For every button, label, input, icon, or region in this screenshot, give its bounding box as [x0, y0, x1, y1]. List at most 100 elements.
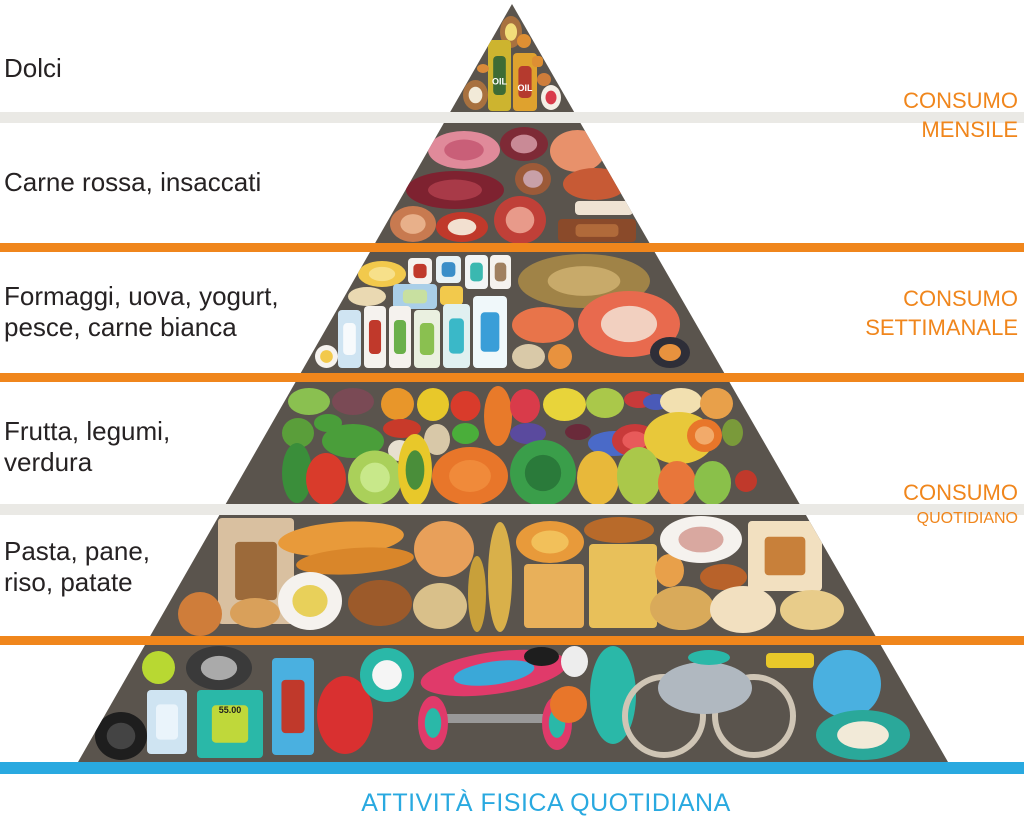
spaghetti-icon	[589, 544, 657, 628]
tier-pasta-pane	[178, 516, 844, 636]
strawberry-icon	[510, 389, 540, 423]
carrot-icon	[484, 386, 512, 446]
rusks-icon	[780, 590, 844, 630]
orange-line-mensile	[0, 243, 1024, 252]
ruler-icon	[766, 653, 814, 668]
bread-long-icon	[584, 517, 654, 543]
barbell-plate-left-icon	[418, 696, 448, 750]
salami-icon	[500, 127, 548, 161]
label-frutta-line1: Frutta, legumi,	[4, 416, 171, 446]
clock-icon	[360, 648, 414, 702]
wheat-small-icon	[468, 556, 486, 632]
cucumber-icon	[282, 443, 312, 503]
blue-line-attivita	[0, 762, 1024, 774]
mash-bowl-icon	[278, 572, 342, 630]
bacon-icon	[390, 206, 436, 242]
baguette-small-icon	[296, 547, 414, 575]
flour-bag-icon	[218, 518, 294, 624]
apricot-halves-icon	[700, 388, 733, 419]
svg-text:55.00: 55.00	[219, 705, 242, 715]
watermelon-icon	[510, 440, 576, 506]
tier-frutta-verdura	[282, 386, 757, 506]
dark-cherries-icon	[565, 424, 591, 440]
apple-green-icon	[694, 461, 731, 505]
shuttlecock-icon	[561, 646, 588, 677]
mussels-icon	[650, 337, 690, 368]
tier-divider-frutta-pasta	[0, 504, 1024, 515]
yellow-pepper-icon	[417, 388, 449, 421]
consumo-mensile-line1: CONSUMO	[903, 88, 1018, 113]
milk-bottle-red-icon	[364, 306, 386, 368]
eggs-icon	[348, 287, 386, 306]
ham-chunk-icon	[515, 163, 551, 195]
radicchio-icon	[332, 388, 374, 415]
potatoes-icon	[413, 583, 467, 629]
bread-round-icon	[516, 521, 584, 563]
cheese-wedge-icon	[358, 261, 406, 287]
toast-slice-icon	[230, 598, 280, 628]
onion-icon	[424, 424, 450, 455]
lettuce-icon	[288, 388, 330, 415]
label-consumo-quotidiano: CONSUMO QUOTIDIANO	[903, 478, 1018, 531]
boxing-gloves-icon	[317, 676, 373, 754]
fusilli-short-icon	[655, 554, 684, 587]
consumo-quotidiano-line1: CONSUMO	[903, 480, 1018, 505]
consumo-settimanale-line1: CONSUMO	[903, 286, 1018, 311]
orange-half-icon	[687, 419, 722, 452]
cabbage-icon	[348, 450, 402, 505]
consumo-settimanale-line2: SETTIMANALE	[865, 315, 1018, 340]
boiled-egg-icon	[315, 345, 338, 368]
exercise-ball-icon	[813, 650, 881, 718]
pyramid-items: OIL OIL 55.00	[95, 16, 910, 760]
scallop-icon	[512, 344, 545, 369]
banana-slices-icon	[660, 388, 702, 415]
milk-bottle-green-icon	[389, 306, 411, 368]
tier-formaggi-pesce	[315, 254, 690, 369]
pear-green-icon	[617, 447, 661, 505]
milk-carton-blue-icon	[473, 296, 507, 368]
milk-carton-green-icon	[414, 310, 440, 368]
oil-bottle-green-icon: OIL	[488, 40, 511, 111]
sausages-icon	[563, 168, 627, 200]
parsley-icon	[282, 418, 314, 448]
label-formaggi-line2: pesce, carne bianca	[4, 312, 237, 342]
biscotti-stack-icon	[650, 586, 714, 630]
meat-strips-icon	[550, 130, 605, 172]
wheat-icon	[488, 522, 512, 632]
salmon-steak-icon	[578, 291, 680, 357]
berry-mix-icon	[510, 423, 546, 444]
label-carne-rossa: Carne rossa, insaccati	[4, 167, 261, 198]
milk-bottle-blue-icon	[338, 310, 361, 368]
pumpkin-icon	[432, 447, 508, 505]
label-dolci: Dolci	[4, 53, 62, 84]
swirl-bun-icon	[178, 592, 222, 636]
kiwi-icon	[722, 419, 743, 446]
scallions-icon	[322, 424, 384, 458]
bread-roll-icon	[700, 564, 747, 590]
cheese-cubes-icon	[393, 284, 437, 309]
candies-icon	[477, 64, 489, 73]
dark-breads-icon	[348, 580, 412, 626]
label-carne-line1: Carne rossa, insaccati	[4, 167, 262, 197]
cookie-icon	[517, 34, 531, 48]
fusilli-pile-icon	[414, 521, 474, 577]
pasta-sticks-icon	[524, 564, 584, 628]
bike-seat-icon	[688, 650, 730, 665]
svg-text:OIL: OIL	[492, 77, 508, 87]
chili-icon	[383, 419, 421, 438]
barbell-bar-icon	[428, 714, 562, 723]
label-pasta-line1: Pasta, pane,	[4, 536, 150, 566]
milk-carton-teal-icon	[443, 304, 470, 368]
ham-leg-icon	[494, 196, 546, 244]
dumbbells-icon	[186, 646, 252, 690]
oil-bottle-red-icon: OIL	[513, 53, 537, 111]
milk-carton-small-teal-icon	[465, 255, 488, 289]
consumo-quotidiano-line2: QUOTIDIANO	[916, 510, 1018, 527]
gooseberries-icon	[586, 388, 624, 418]
red-bell-pepper-icon	[306, 453, 346, 505]
croissant-icon	[537, 73, 551, 86]
hockey-puck-icon	[524, 647, 559, 666]
basil-icon	[452, 423, 479, 444]
label-pasta: Pasta, pane, riso, patate	[4, 536, 150, 598]
